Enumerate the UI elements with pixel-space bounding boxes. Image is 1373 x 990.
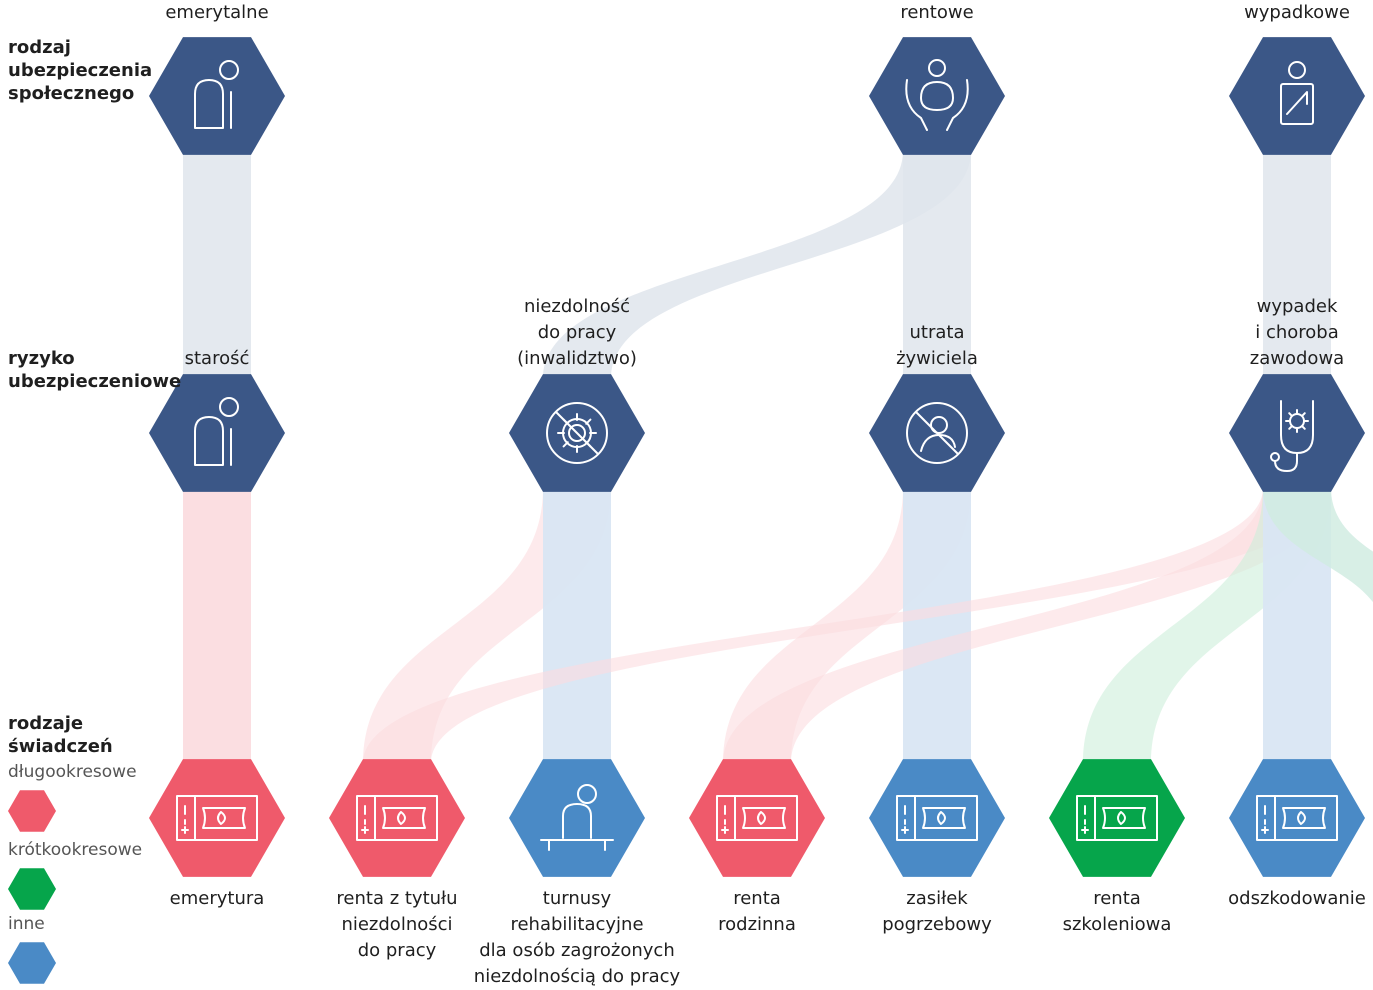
legend-swatch-red [8,790,56,832]
insurance-node-emerytalne [149,37,285,155]
insurance-node-rentowe-hexagon [869,37,1005,155]
legend-label-1: długookresowe [8,762,137,782]
benefit-node-turnusy-hexagon [509,759,645,877]
flow-wypadek-offscreen [1263,488,1373,603]
legend-swatch-green [8,868,56,910]
benefit-node-renta_szkol [1049,759,1185,877]
no-person-icon [906,402,968,464]
row-title-benefits: rodzaje świadczeń [8,713,113,757]
risk-node-starosc-hexagon [149,374,285,492]
banknote-icon [176,795,258,841]
banknote-icon [1256,795,1338,841]
benefit-node-turnusy [509,759,645,877]
benefit-node-renta_rodzinna [689,759,825,877]
flow-starosc-emerytura [183,488,251,763]
elderly-person-icon [194,60,239,129]
node-layer [149,37,1365,877]
benefit-label-renta_szkol: renta szkoleniowa [1062,888,1172,935]
insurance-label-emerytalne: emerytalne [165,2,269,23]
insurance-node-wypadkowe-hexagon [1229,37,1365,155]
benefit-node-zasilek [869,759,1005,877]
benefit-label-odszkodowanie: odszkodowanie [1228,888,1366,909]
benefit-label-zasilek: zasiłek pogrzebowy [882,888,992,935]
flow-layer [183,151,1373,763]
flow-rentowe-niezdolnosc [543,151,971,378]
row-title-insurance: rodzaj ubezpieczenia społecznego [8,37,153,104]
risk-label-starosc: starość [184,348,250,369]
flow-rentowe-utrata [903,151,971,378]
row-title-risk: ryzyko ubezpieczeniowe [8,348,182,392]
flow-niezdolnosc-turnusy [543,488,611,763]
insurance-node-rentowe [869,37,1005,155]
legend-label-2: krótkookresowe [8,840,143,860]
benefit-node-renta_niezdolnosc [329,759,465,877]
elderly-person-icon [194,397,239,466]
banknote-icon [896,795,978,841]
insurance-label-rentowe: rentowe [900,2,974,23]
banknote-icon [1076,795,1158,841]
insurance-label-wypadkowe: wypadkowe [1244,2,1350,23]
person-at-desk-icon [540,784,614,851]
flow-emerytalne-starosc [183,151,251,378]
benefit-label-emerytura: emerytura [169,888,265,909]
risk-node-utrata [869,374,1005,492]
risk-label-niezdolnosc: niezdolność do pracy (inwalidztwo) [517,296,637,369]
stethoscope-gear-icon [1270,400,1314,472]
flow-wypadkowe-wypadek [1263,151,1331,378]
risk-node-wypadek [1229,374,1365,492]
benefit-node-emerytura [149,759,285,877]
legend-label-3: inne [8,914,45,934]
benefit-label-renta_rodzinna: renta rodzinna [718,888,796,935]
benefit-label-turnusy: turnusy rehabilitacyjne dla osób zagrożo… [473,888,681,987]
flow-utrata-zasilek [903,488,971,763]
risk-node-starosc [149,374,285,492]
benefit-label-renta_niezdolnosc: renta z tytułu niezdolności do pracy [336,888,458,961]
hands-holding-person-icon [905,59,969,131]
disabled-gear-icon [546,402,608,464]
injured-person-icon [1280,61,1314,125]
legend-swatch-blue [8,942,56,984]
benefit-node-odszkodowanie [1229,759,1365,877]
flow-wypadek-renta_rodzinna [723,488,1331,763]
risk-label-utrata: utrata żywiciela [896,322,978,369]
flow-wypadek-renta_niezdolnosc [363,488,1331,763]
insurance-node-emerytalne-hexagon [149,37,285,155]
insurance-node-wypadkowe [1229,37,1365,155]
risk-label-wypadek: wypadek i choroba zawodowa [1249,296,1345,369]
risk-node-niezdolnosc [509,374,645,492]
banknote-icon [356,795,438,841]
banknote-icon [716,795,798,841]
